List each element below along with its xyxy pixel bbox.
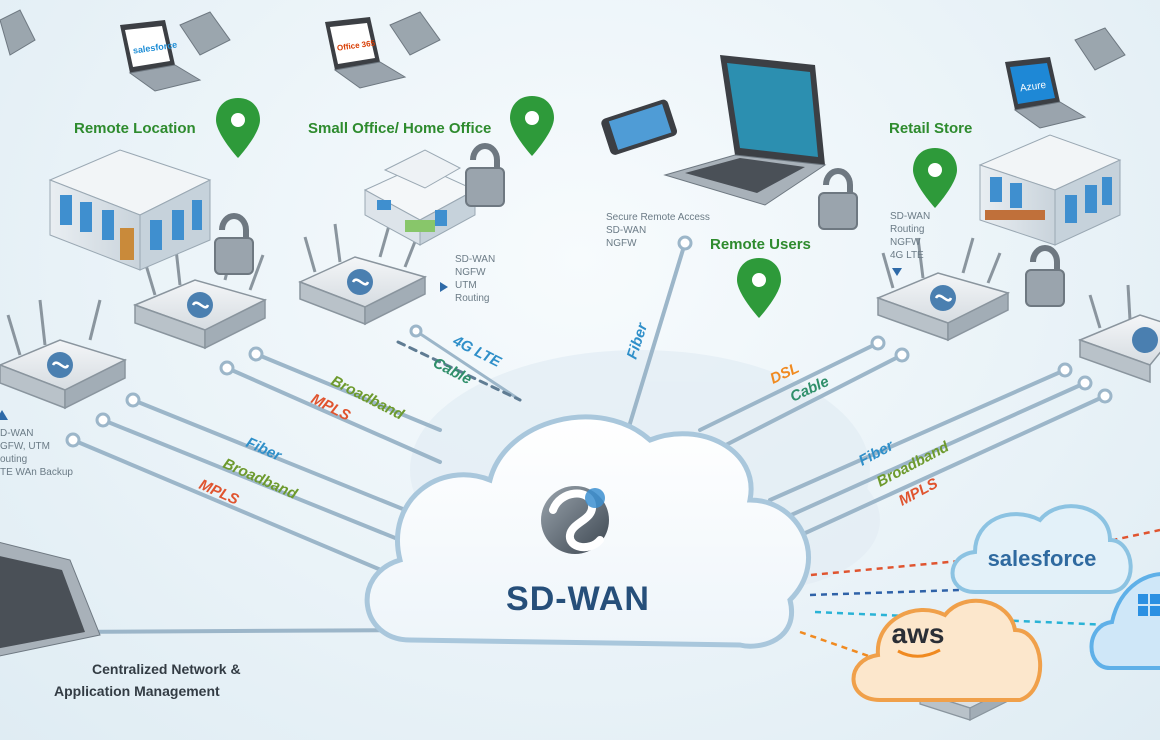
feature-item: TE WAn Backup (0, 467, 73, 478)
features-remote-users: Secure Remote Access SD-WAN NGFW (606, 212, 710, 249)
feature-item: NGFW (606, 238, 637, 249)
center-label: SD-WAN (506, 580, 650, 618)
laptop-management-icon (0, 541, 101, 657)
links-left-router (65, 392, 432, 580)
laptop-office-icon: Office 365 (325, 17, 407, 89)
feature-item: Routing (890, 224, 924, 235)
link-remote-users (626, 235, 693, 431)
features-soho: SD-WAN NGFW UTM Routing (440, 254, 495, 304)
arrow-icon (0, 410, 8, 420)
building-remote-location-icon (48, 149, 212, 271)
label-remote-users: Remote Users (710, 236, 811, 253)
windows-icon (1138, 594, 1160, 616)
feature-item: 4G LTE (890, 250, 924, 261)
label-retail-store: Retail Store (889, 120, 972, 137)
feature-item: SD-WAN (455, 254, 495, 265)
link-label-fiber-left: Fiber (243, 434, 284, 465)
arrow-icon (440, 282, 448, 292)
lock-icon (214, 143, 1065, 307)
feature-item: SD-WAN (890, 211, 930, 222)
links-remote-location (219, 346, 442, 464)
links-soho (396, 324, 522, 402)
aws-smile-icon (897, 648, 941, 658)
router-retail (875, 237, 1011, 342)
label-remote-location: Remote Location (74, 120, 196, 137)
phone-icon (601, 99, 678, 155)
building-soho-icon (363, 149, 477, 246)
laptop-azure-icon: Azure (1005, 57, 1087, 129)
router-remote-location (132, 239, 268, 350)
feature-item: NGFW (890, 237, 921, 248)
feature-item: outing (0, 454, 27, 465)
feature-item: D-WAN (0, 428, 34, 439)
link-label-cable-soho: Cable (430, 354, 474, 388)
laptop-remote-users-icon (663, 55, 827, 206)
feature-item: NGFW (455, 267, 486, 278)
router-soho (298, 221, 428, 326)
salesforce-label: salesforce (988, 546, 1097, 571)
feature-item: SD-WAN (606, 225, 646, 236)
links-retail (698, 335, 910, 450)
router-right (1077, 284, 1160, 384)
features-retail: SD-WAN Routing NGFW 4G LTE (890, 211, 930, 276)
laptop-salesforce-icon: salesforce (120, 20, 202, 92)
salesforce-cloud: salesforce (950, 504, 1133, 594)
management-line2: Application Management (54, 683, 220, 699)
azure-cloud (1089, 572, 1160, 670)
desk-phones-icon (0, 9, 1126, 71)
building-retail-icon (978, 134, 1122, 246)
features-left-edge: D-WAN GFW, UTM outing TE WAn Backup (0, 410, 73, 478)
links-right-router (768, 362, 1113, 542)
feature-item: UTM (455, 280, 477, 291)
link-management (59, 628, 421, 634)
feature-item: Routing (455, 293, 489, 304)
arrow-icon (892, 268, 902, 276)
label-small-office: Small Office/ Home Office (308, 120, 491, 137)
aws-cloud: aws (851, 598, 1042, 702)
location-pin-icon (216, 96, 957, 318)
router-left (0, 299, 128, 410)
link-label-mpls-left: MPLS (196, 476, 241, 508)
screen-label-azure: Azure (1019, 80, 1047, 95)
sdwan-logo-icon (541, 486, 609, 554)
management-line1: Centralized Network & (92, 661, 241, 677)
feature-item: GFW, UTM (0, 441, 50, 452)
feature-item: Secure Remote Access (606, 212, 710, 223)
aws-label: aws (892, 618, 945, 649)
